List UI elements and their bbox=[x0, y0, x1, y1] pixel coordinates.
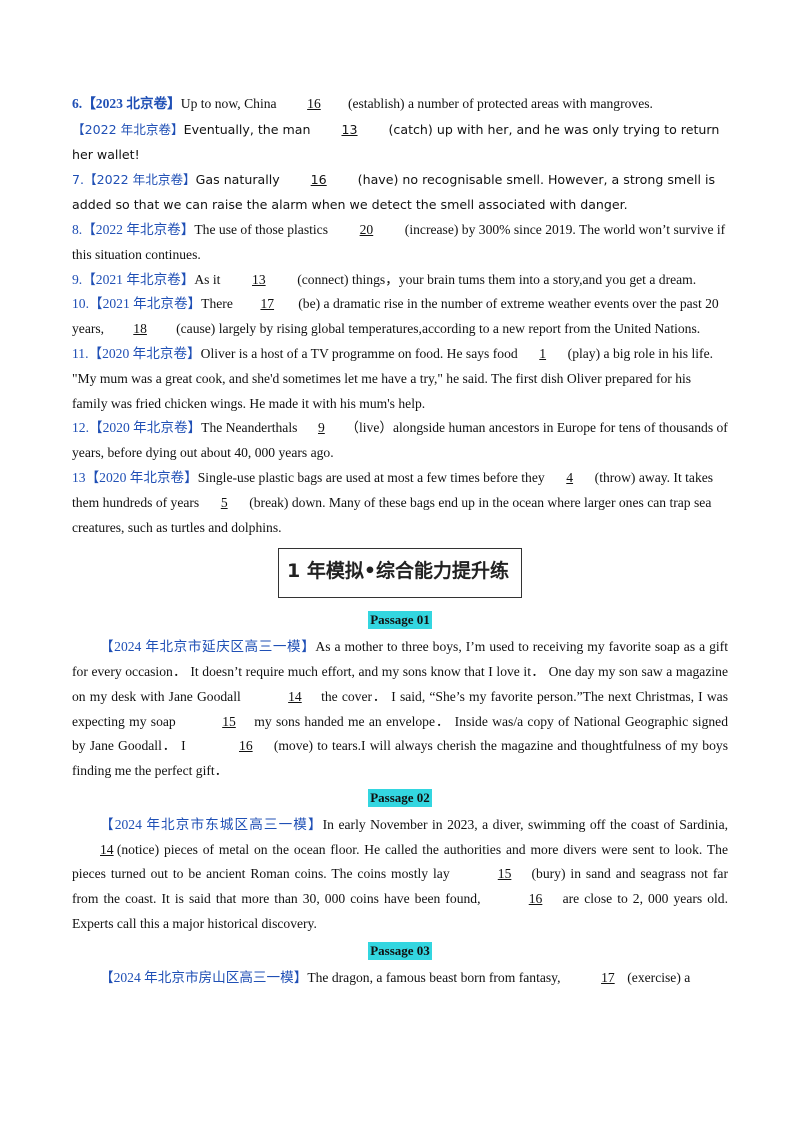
passage-heading-wrap: Passage 02 bbox=[72, 786, 728, 811]
source-tag: 【2022 年北京卷】 bbox=[84, 172, 196, 188]
answer-blank[interactable]: 18 bbox=[133, 321, 147, 337]
question-text: (establish) a number of protected areas … bbox=[347, 96, 653, 111]
question-number: 9. bbox=[72, 271, 83, 287]
answer-blank[interactable]: 4 bbox=[566, 469, 574, 485]
source-tag: 【2020 年北京卷】 bbox=[88, 345, 201, 361]
source-tag: 【2024 年北京市延庆区高三一模】 bbox=[100, 639, 316, 655]
passage-text: (bury) in sand and seagrass not far from… bbox=[72, 866, 728, 907]
passage-text: As a mother to three boys, I’m used to r… bbox=[72, 639, 728, 704]
source-tag: 【2022 年北京卷】 bbox=[72, 121, 184, 137]
question-text: The use of those plastics bbox=[194, 221, 332, 237]
source-tag: 【2021 年北京卷】 bbox=[82, 271, 195, 287]
answer-blank[interactable]: 17 bbox=[260, 296, 275, 312]
answer-blank[interactable]: 16 bbox=[528, 891, 543, 907]
passage-03: 【2024 年北京市房山区高三一模】The dragon, a famous b… bbox=[72, 966, 728, 991]
question-13: 13【2020 年北京卷】Single-use plastic bags are… bbox=[72, 466, 728, 540]
passage-text: are close to 2, 000 years old. Experts c… bbox=[72, 891, 728, 931]
source-tag: 【2024 年北京市东城区高三一模】 bbox=[100, 816, 323, 832]
question-10: 10.【2021 年北京卷】There 17(be) a dramatic ri… bbox=[72, 292, 728, 342]
source-tag: 【2020 年北京卷】 bbox=[89, 420, 202, 436]
question-6: 6.【2023 北京卷】Up to now, China 16 (establis… bbox=[72, 92, 728, 117]
question-text: (increase) by 300% since 2019. The world… bbox=[72, 221, 726, 262]
question-6b: 【2022 年北京卷】Eventually, the man 13 (catch… bbox=[72, 118, 728, 168]
question-number: 8. bbox=[72, 221, 83, 237]
answer-blank[interactable]: 20 bbox=[359, 221, 374, 237]
passage-heading: Passage 01 bbox=[368, 611, 432, 630]
answer-blank[interactable]: 13 bbox=[341, 121, 358, 137]
passage-text: The dragon, a famous beast born from fan… bbox=[307, 969, 564, 985]
question-7: 7.【2022 年北京卷】Gas naturally 16 (have) no … bbox=[72, 168, 728, 218]
question-text: Up to now, China bbox=[180, 96, 280, 111]
question-12: 12.【2020 年北京卷】The Neanderthals 9（live）alo… bbox=[72, 416, 728, 466]
answer-blank[interactable]: 16 bbox=[307, 96, 321, 111]
question-text: Oliver is a host of a TV programme on fo… bbox=[200, 345, 518, 361]
question-number: 10. bbox=[72, 296, 89, 312]
source-tag: 【2022 年北京卷】 bbox=[82, 221, 195, 237]
answer-blank[interactable]: 15 bbox=[222, 713, 236, 729]
question-8: 8.【2022 年北京卷】The use of those plastics 2… bbox=[72, 218, 728, 268]
passage-text: my sons handed me an envelope． Inside wa… bbox=[72, 713, 729, 754]
question-text: (cause) largely by rising global tempera… bbox=[176, 321, 701, 337]
question-text: （live）alongside human ancestors in Europ… bbox=[72, 420, 728, 461]
answer-blank[interactable]: 17 bbox=[601, 969, 615, 985]
question-number: 11. bbox=[72, 345, 89, 361]
source-tag: 【2023 北京卷】 bbox=[82, 96, 181, 111]
question-text: As it bbox=[194, 271, 224, 287]
passage-text: In early November in 2023, a diver, swim… bbox=[322, 816, 728, 832]
passage-heading-wrap: Passage 03 bbox=[72, 939, 728, 964]
answer-blank[interactable]: 1 bbox=[539, 345, 547, 361]
question-text: The Neanderthals bbox=[201, 420, 298, 436]
passage-text: (notice) pieces of metal on the ocean fl… bbox=[72, 841, 728, 882]
answer-blank[interactable]: 16 bbox=[239, 738, 253, 754]
answer-blank[interactable]: 16 bbox=[310, 172, 327, 188]
document-page: 6.【2023 北京卷】Up to now, China 16 (establis… bbox=[72, 92, 728, 990]
question-11: 11.【2020 年北京卷】Oliver is a host of a TV p… bbox=[72, 342, 728, 416]
passage-02: 【2024 年北京市东城区高三一模】In early November in 2… bbox=[72, 813, 728, 937]
question-text: (play) a big role in his life. "My mum w… bbox=[72, 345, 714, 411]
passage-heading-wrap: Passage 01 bbox=[72, 608, 728, 633]
answer-blank[interactable]: 14 bbox=[288, 688, 302, 704]
question-text: (throw) away. It takes them hundreds of … bbox=[72, 469, 714, 510]
answer-blank[interactable]: 9 bbox=[318, 420, 325, 436]
passage-text: (exercise) a bbox=[623, 969, 691, 985]
question-number: 13 bbox=[72, 469, 86, 485]
passage-heading: Passage 03 bbox=[368, 941, 432, 960]
question-text: (catch) up with her, and he was only try… bbox=[72, 121, 720, 162]
question-text: (connect) things，your brain tums them in… bbox=[293, 271, 697, 287]
answer-blank[interactable]: 15 bbox=[497, 866, 512, 882]
passage-text: (move) to tears.I will always cherish th… bbox=[72, 738, 728, 779]
question-text: (have) no recognisable smell. However, a… bbox=[72, 172, 716, 213]
question-9: 9.【2021 年北京卷】As it 13 (connect) things，y… bbox=[72, 268, 728, 293]
question-text: There bbox=[201, 296, 237, 312]
answer-blank[interactable]: 13 bbox=[252, 271, 266, 287]
passage-heading: Passage 02 bbox=[368, 788, 432, 807]
answer-blank[interactable]: 14 bbox=[100, 841, 114, 857]
source-tag: 【2020 年北京卷】 bbox=[85, 469, 198, 485]
section-banner: 1 年模拟•综合能力提升练 bbox=[278, 548, 522, 599]
question-number: 12. bbox=[72, 420, 89, 436]
source-tag: 【2024 年北京市房山区高三一模】 bbox=[100, 969, 308, 985]
question-text: (break) down. Many of these bags end up … bbox=[72, 494, 712, 535]
question-number: 6. bbox=[72, 96, 83, 111]
answer-blank[interactable]: 5 bbox=[220, 494, 228, 510]
question-text: Eventually, the man bbox=[183, 121, 315, 137]
question-text: (be) a dramatic rise in the number of ex… bbox=[72, 296, 719, 337]
question-number: 7. bbox=[72, 172, 85, 188]
question-text: Single-use plastic bags are used at most… bbox=[197, 469, 545, 485]
question-text: Gas naturally bbox=[195, 172, 284, 188]
section-banner-wrap: 1 年模拟•综合能力提升练 bbox=[72, 548, 728, 599]
passage-text: the cover． I said, “She’s my favorite pe… bbox=[72, 688, 729, 729]
passage-01: 【2024 年北京市延庆区高三一模】As a mother to three b… bbox=[72, 635, 728, 784]
source-tag: 【2021 年北京卷】 bbox=[89, 296, 202, 312]
